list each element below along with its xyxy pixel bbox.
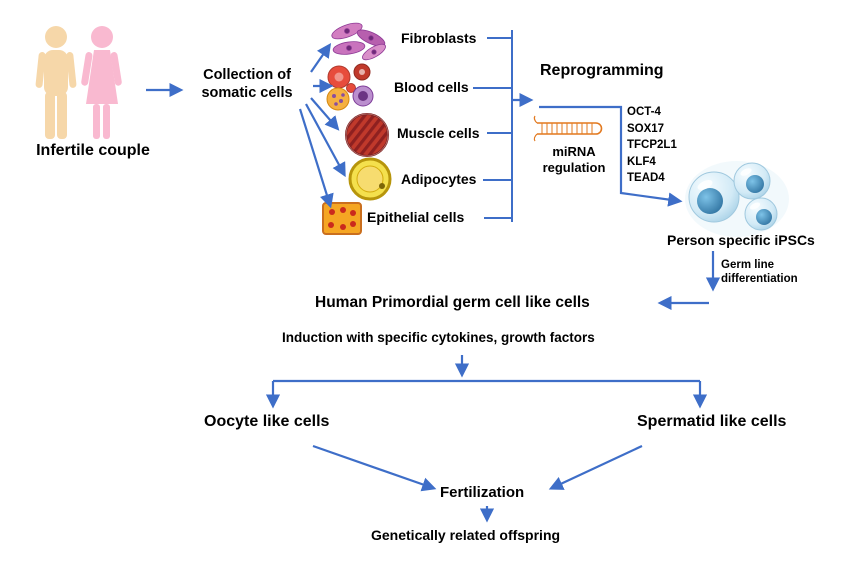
mirna-regulation-label: miRNA regulation [542,144,606,176]
factor-tead4: TEAD4 [627,172,665,184]
cell-type-label-adipocytes: Adipocytes [401,171,477,187]
factor-oct4: OCT-4 [627,106,661,118]
female-figure-icon [81,26,122,139]
arrow-oocyte-to-fertilization [312,444,437,492]
mirna-hairpin-icon [533,115,603,142]
arrow-to-epithelial [298,108,334,209]
arrow-reprogramming-to-ipscs [539,105,683,207]
cell-type-label-epithelial: Epithelial cells [367,209,465,225]
reprogramming-factor-list: OCT-4 SOX17 TFCP2L1 KLF4 TEAD4 [627,104,677,187]
spermatid-label: Spermatid like cells [637,413,787,430]
factor-tfcp2l1: TFCP2L1 [627,139,677,151]
fibroblasts-icon [331,22,386,61]
arrow-to-adipocytes [305,103,346,178]
collection-label: Collection of somatic cells [201,67,293,102]
adipocytes-icon [348,157,392,201]
person-specific-ipscs-label: Person specific iPSCs [667,232,815,248]
cell-type-label-blood: Blood cells [394,79,469,95]
cell-type-label-muscle: Muscle cells [397,125,480,141]
cell-collect-bracket [473,30,513,222]
cell-type-label-fibroblasts: Fibroblasts [401,30,477,46]
blood-cells-icon [326,63,374,111]
induction-label: Induction with specific cytokines, growt… [282,330,595,345]
factor-sox17: SOX17 [627,122,665,135]
fertilization-label: Fertilization [440,484,525,501]
oocyte-label: Oocyte like cells [204,413,330,430]
arrow-spermatid-to-fertilization [548,445,643,490]
arrow-to-fibroblasts [310,43,332,73]
arrow-to-muscle-cells [310,97,340,131]
pgclc-label: Human Primordial germ cell like cells [315,294,590,311]
infertile-couple-label: Infertile couple [36,142,150,159]
factor-klf4: KLF4 [627,155,656,168]
muscle-cells-icon [345,113,389,157]
male-figure-icon [35,26,77,139]
germ-line-differentiation-label: Germ line differentiation [721,259,798,286]
connector-arrows [146,30,721,523]
ipsc-cells-icon [685,161,789,237]
epithelial-cells-icon [322,202,362,235]
reprogramming-label: Reprogramming [540,62,664,79]
offspring-label: Genetically related offspring [371,527,561,543]
